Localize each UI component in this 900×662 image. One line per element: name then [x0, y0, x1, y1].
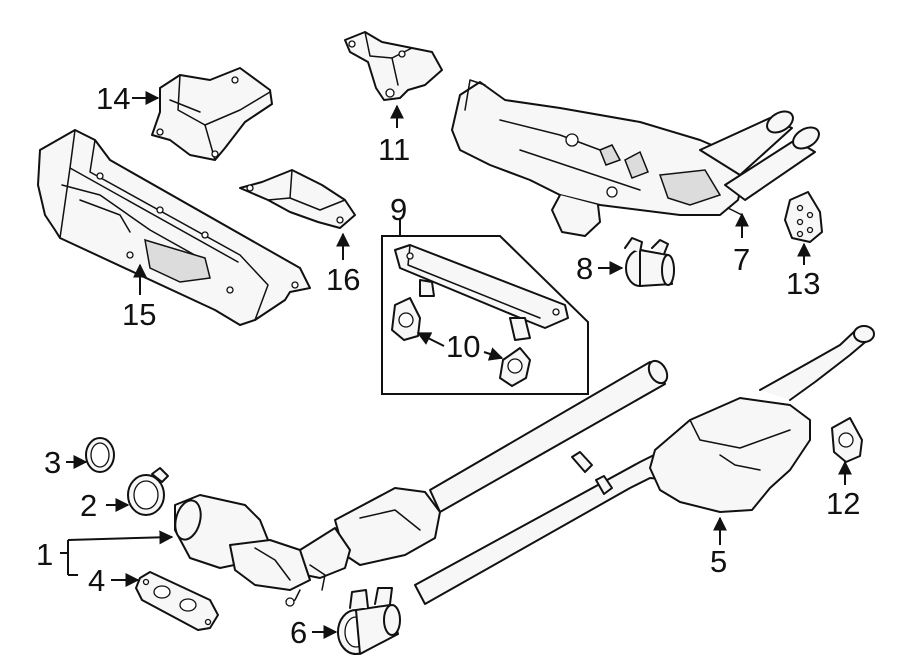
callout-9: 9 — [390, 192, 407, 227]
leader-lines — [60, 91, 852, 639]
exhaust-hanger-insulator-a[interactable] — [391, 297, 421, 341]
exhaust-clamp-ring[interactable] — [127, 467, 169, 516]
callout-8: 8 — [576, 251, 593, 286]
callout-labels: 1 2 3 4 5 6 7 8 9 10 11 12 13 14 15 16 — [36, 81, 860, 650]
catalytic-converter-assembly[interactable] — [171, 358, 671, 607]
heat-shield-small[interactable] — [239, 169, 356, 229]
exhaust-hanger-insulator-middle[interactable] — [831, 417, 863, 463]
callout-12: 12 — [826, 486, 860, 521]
callout-5: 5 — [710, 544, 727, 579]
exhaust-clamp-upper[interactable] — [624, 237, 675, 287]
inset-crossmember-group — [381, 235, 589, 395]
heat-shield-upper[interactable] — [151, 67, 273, 161]
callout-11: 11 — [378, 132, 410, 167]
exhaust-gasket-ring[interactable] — [85, 437, 115, 473]
callout-6: 6 — [290, 615, 307, 650]
callout-10: 10 — [446, 329, 480, 364]
callout-3: 3 — [44, 445, 61, 480]
exhaust-mount-bracket[interactable] — [344, 31, 443, 101]
manifold-gasket[interactable] — [135, 571, 219, 631]
rear-muffler-assembly[interactable] — [451, 79, 823, 237]
callout-15: 15 — [122, 297, 156, 332]
callout-1: 1 — [36, 537, 53, 572]
callout-13: 13 — [786, 266, 820, 301]
callout-14: 14 — [96, 81, 130, 116]
exhaust-hanger-insulator-rear[interactable] — [784, 191, 823, 243]
intermediate-pipe-and-muffler[interactable] — [414, 325, 875, 605]
callout-7: 7 — [733, 242, 750, 277]
callout-4: 4 — [88, 563, 105, 598]
callout-16: 16 — [326, 262, 360, 297]
callout-2: 2 — [80, 488, 97, 523]
heat-shield-long[interactable] — [37, 129, 311, 326]
exhaust-clamp-lower[interactable] — [337, 587, 401, 655]
exhaust-crossmember[interactable] — [394, 244, 569, 341]
exhaust-hanger-insulator-b[interactable] — [499, 347, 531, 387]
